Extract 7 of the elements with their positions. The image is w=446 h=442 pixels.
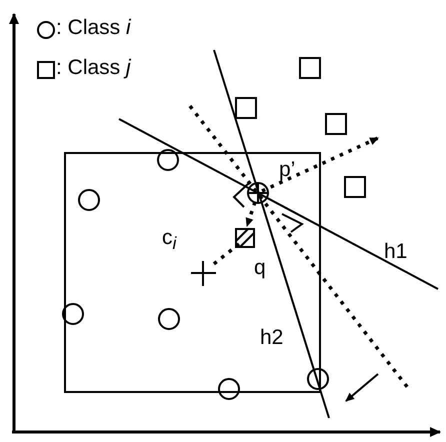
line-label: h2 <box>260 327 284 349</box>
legend-label: : Class i <box>56 17 131 39</box>
line-label: h1 <box>384 241 408 263</box>
point-label: q <box>254 257 266 279</box>
legend-label: : Class j <box>56 57 131 79</box>
point-label: p’ <box>279 159 296 181</box>
point-label: c$_{i}$ <box>162 227 176 254</box>
